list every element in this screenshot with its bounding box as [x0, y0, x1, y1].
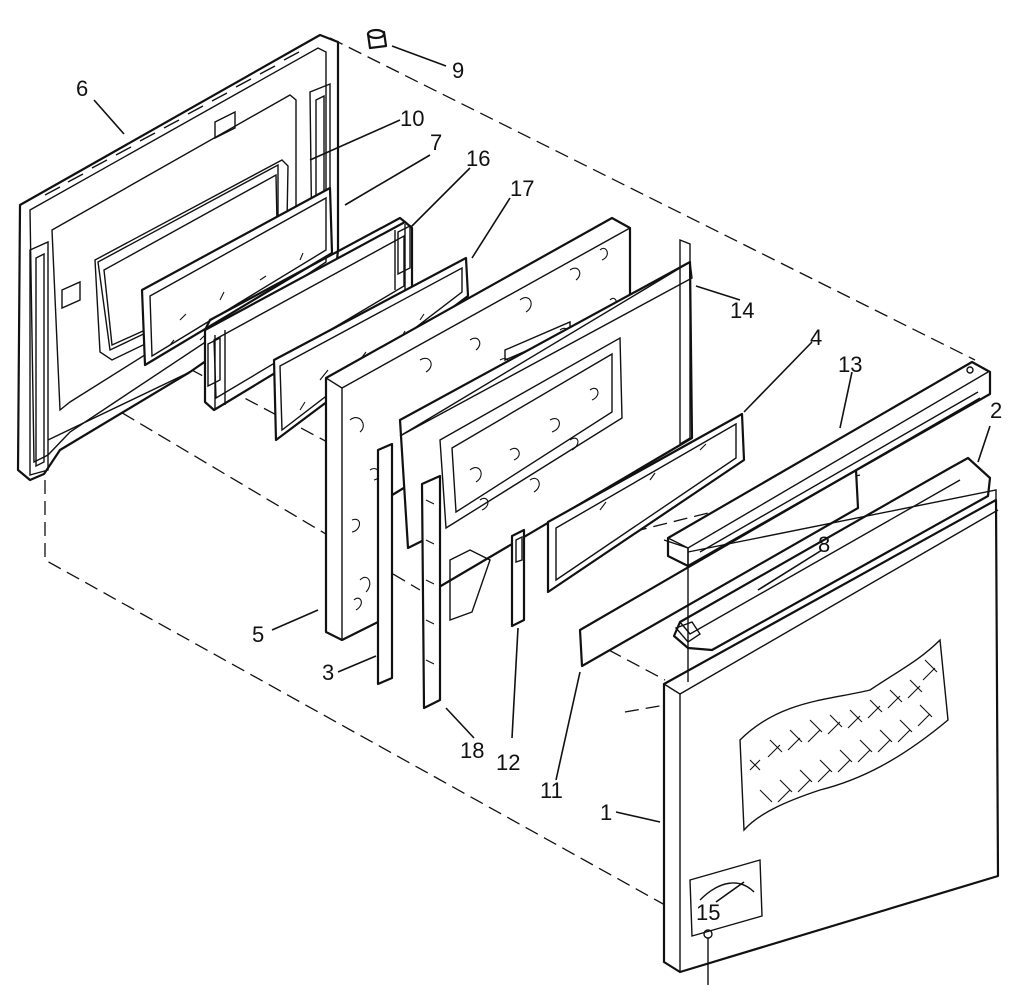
leader-lines	[93, 45, 991, 903]
part-3-side-trim	[376, 442, 394, 686]
callout-4: 4	[810, 325, 822, 350]
callout-labels: 1 2 3 4 5 6 7 8 9 10 11 12 13 14 15 16 1…	[76, 58, 1002, 925]
callout-3: 3	[322, 660, 334, 685]
callout-16: 16	[466, 146, 490, 171]
part-7-inner-glass	[140, 186, 334, 367]
callout-5: 5	[252, 622, 264, 647]
callout-8: 8	[818, 532, 830, 557]
callout-18: 18	[460, 738, 484, 763]
callout-1: 1	[600, 800, 612, 825]
callout-6: 6	[76, 76, 88, 101]
callout-10: 10	[400, 106, 424, 131]
callout-2: 2	[990, 398, 1002, 423]
callout-11: 11	[540, 778, 563, 803]
callout-13: 13	[838, 352, 862, 377]
callout-12: 12	[496, 750, 520, 775]
part-17-outer-glass	[272, 256, 470, 442]
part-1-outer-door	[662, 489, 1000, 985]
part-2-handle	[672, 456, 992, 652]
callout-15: 15	[696, 900, 720, 925]
part-4-window-glass	[546, 412, 746, 594]
part-9-screw	[366, 28, 388, 50]
callout-17: 17	[510, 176, 534, 201]
part-12-bracket	[510, 528, 526, 628]
part-18-gasket	[420, 474, 442, 710]
callout-9: 9	[452, 58, 464, 83]
callout-7: 7	[430, 130, 442, 155]
callout-14: 14	[730, 298, 754, 323]
